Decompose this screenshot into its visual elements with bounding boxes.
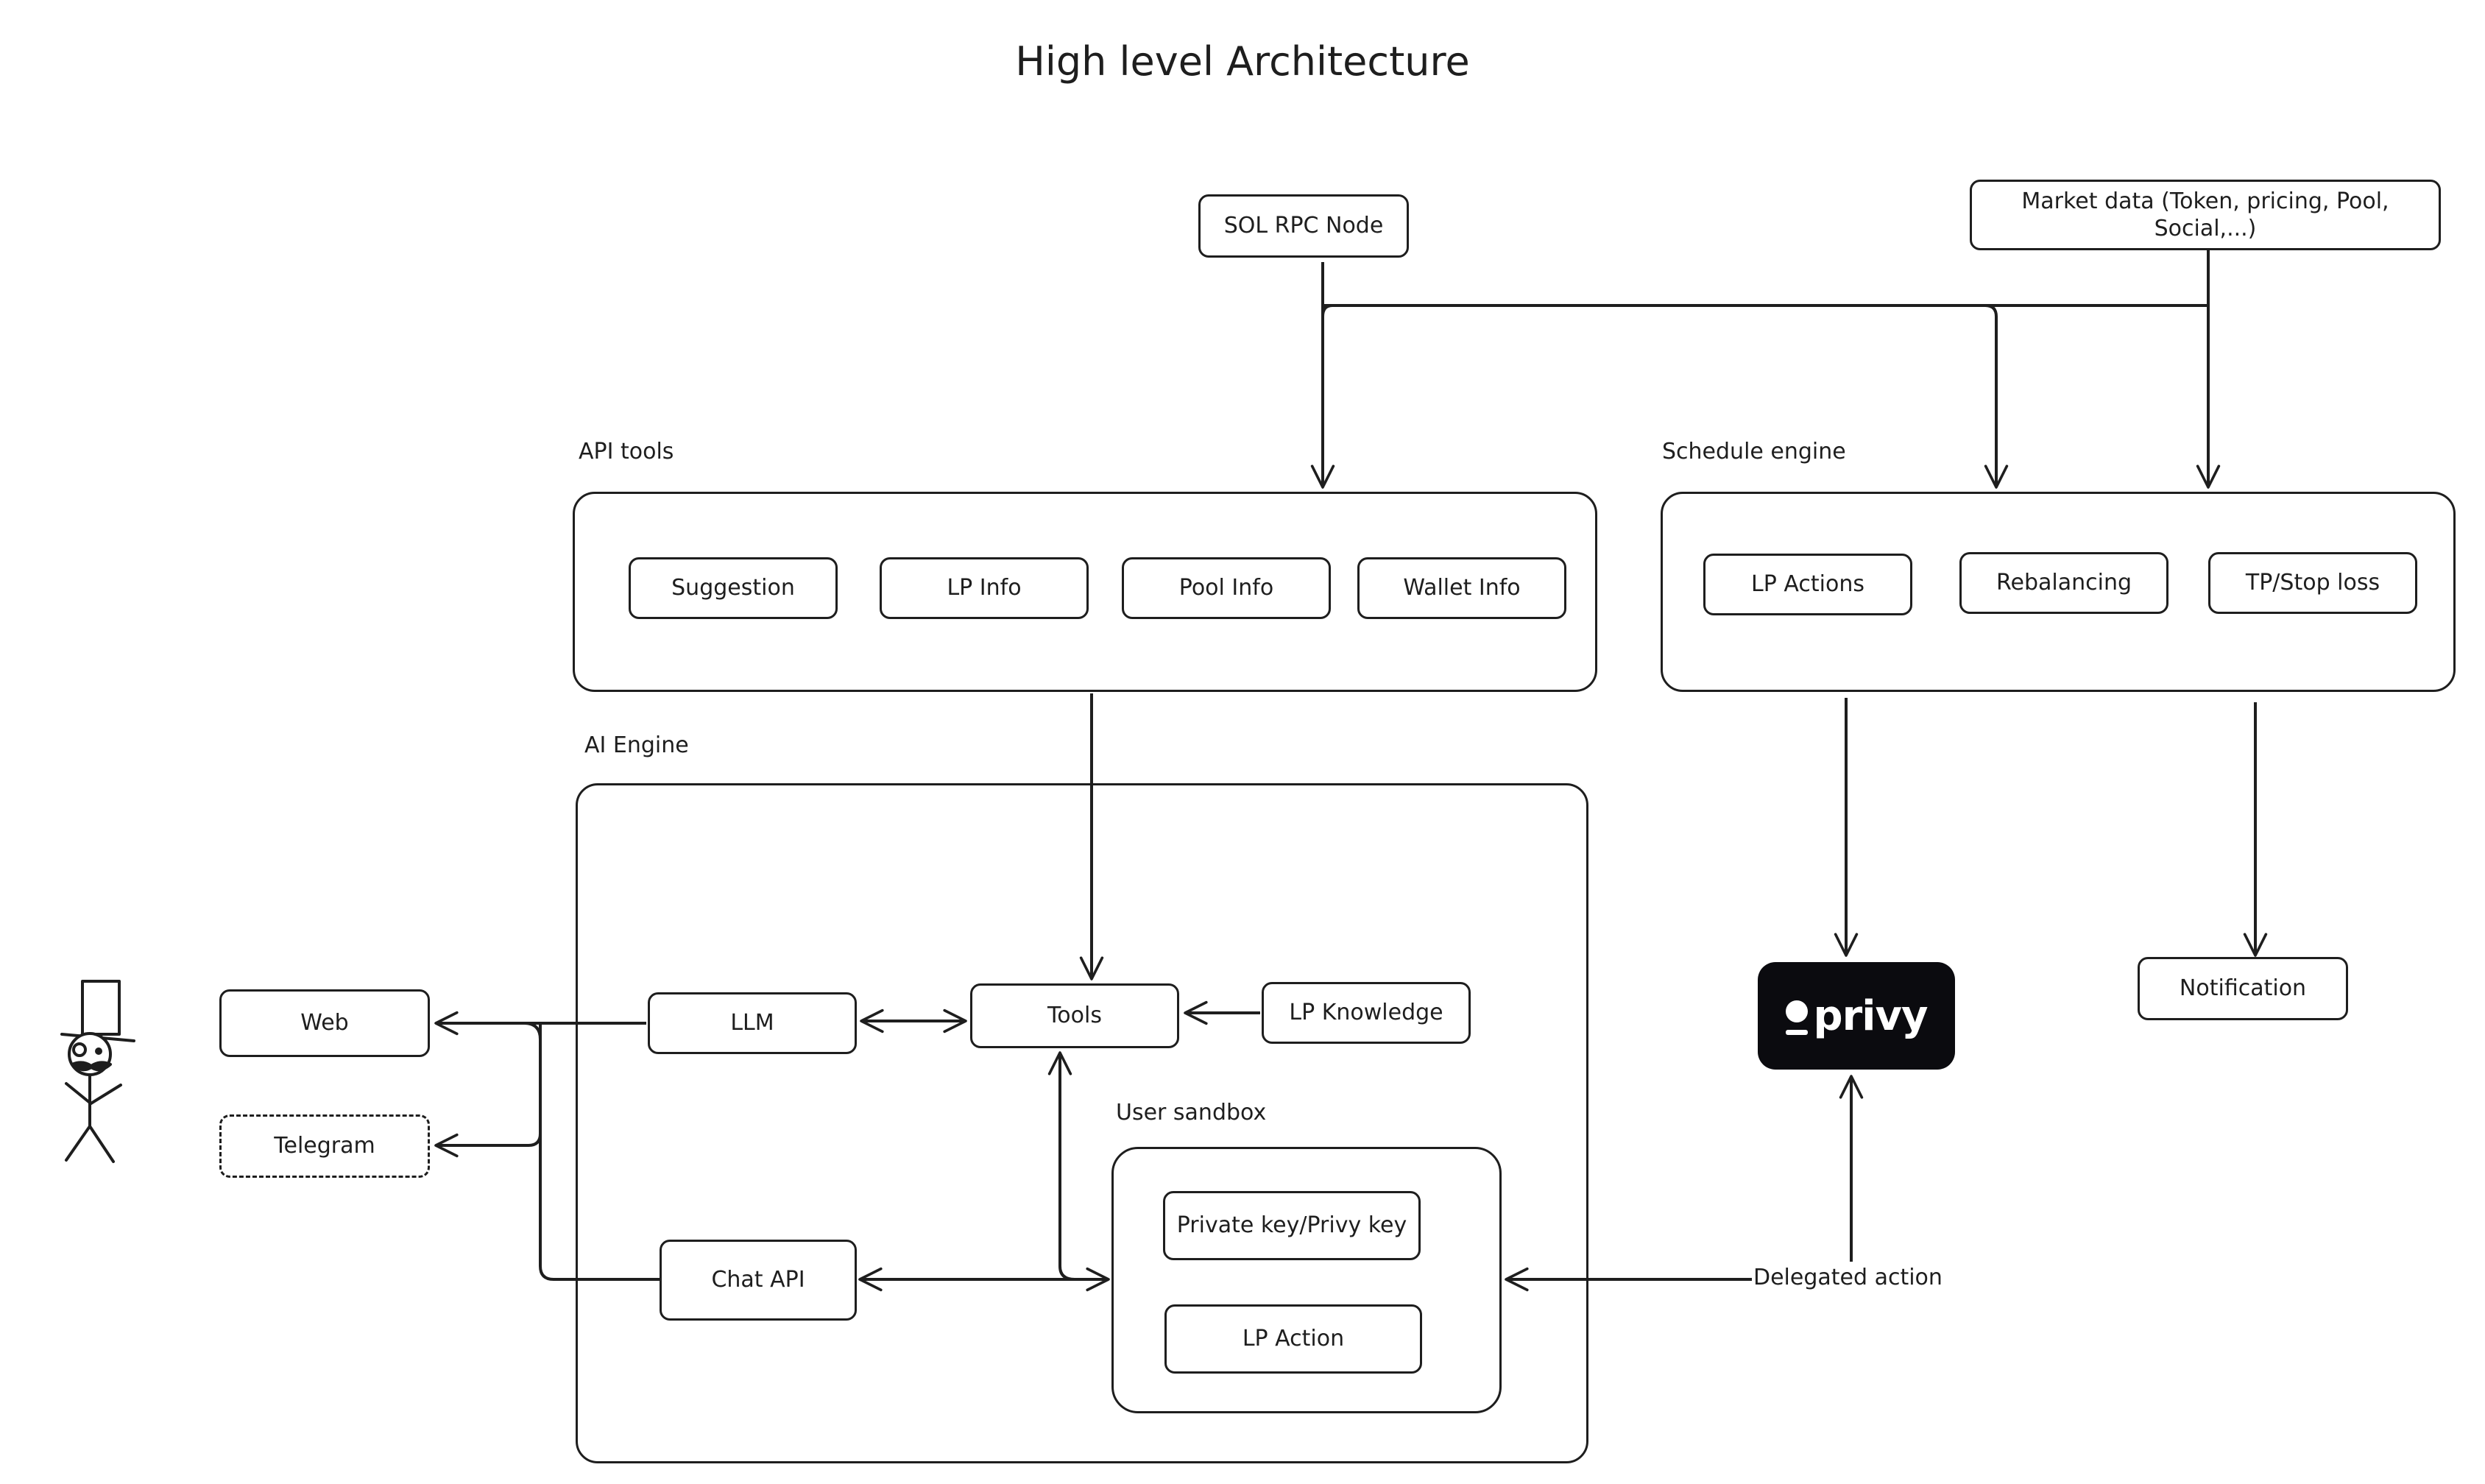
api-tool-pool-info: Pool Info [1122, 557, 1331, 619]
privy-logo: privy [1758, 962, 1955, 1070]
api-tool-suggestion: Suggestion [629, 557, 838, 619]
schedule-engine-label: Schedule engine [1662, 439, 1846, 464]
schedule-lp-actions: LP Actions [1703, 554, 1912, 615]
llm-node: LLM [648, 992, 857, 1054]
user-sandbox-label: User sandbox [1116, 1100, 1267, 1126]
api-tools-label: API tools [579, 439, 674, 464]
privy-mark-icon [1785, 1000, 1808, 1035]
ai-engine-container [576, 783, 1588, 1463]
api-tools-container [573, 492, 1597, 692]
lp-action-node: LP Action [1164, 1304, 1422, 1374]
notification-node: Notification [2138, 957, 2348, 1020]
edge-trunk-to-telegram [434, 1133, 542, 1158]
privy-logo-text: privy [1813, 992, 1929, 1040]
tools-node: Tools [970, 983, 1179, 1048]
edge-client-trunk [539, 1023, 661, 1281]
sol-rpc-node: SOL RPC Node [1198, 194, 1409, 258]
api-tool-wallet-info: Wallet Info [1357, 557, 1566, 619]
market-data-node: Market data (Token, pricing, Pool, Socia… [1970, 180, 2441, 250]
diagram-title: High level Architecture [1015, 38, 1470, 85]
ai-engine-label: AI Engine [584, 732, 689, 758]
edge-bus-to-schedule [1321, 304, 1996, 487]
schedule-rebalancing: Rebalancing [1959, 552, 2168, 614]
user-figure [60, 980, 135, 1163]
web-client-node: Web [219, 989, 430, 1057]
api-tool-lp-info: LP Info [880, 557, 1089, 619]
edge-trunk-curve [523, 1022, 542, 1040]
lp-knowledge-node: LP Knowledge [1262, 982, 1471, 1044]
telegram-client-node: Telegram [219, 1114, 430, 1178]
user-sandbox-container [1111, 1147, 1502, 1413]
private-key-node: Private key/Privy key [1163, 1191, 1421, 1260]
schedule-tp-stop-loss: TP/Stop loss [2208, 552, 2417, 614]
delegated-action-label: Delegated action [1753, 1265, 1943, 1290]
schedule-engine-container [1661, 492, 2456, 692]
chat-api-node: Chat API [660, 1240, 857, 1321]
